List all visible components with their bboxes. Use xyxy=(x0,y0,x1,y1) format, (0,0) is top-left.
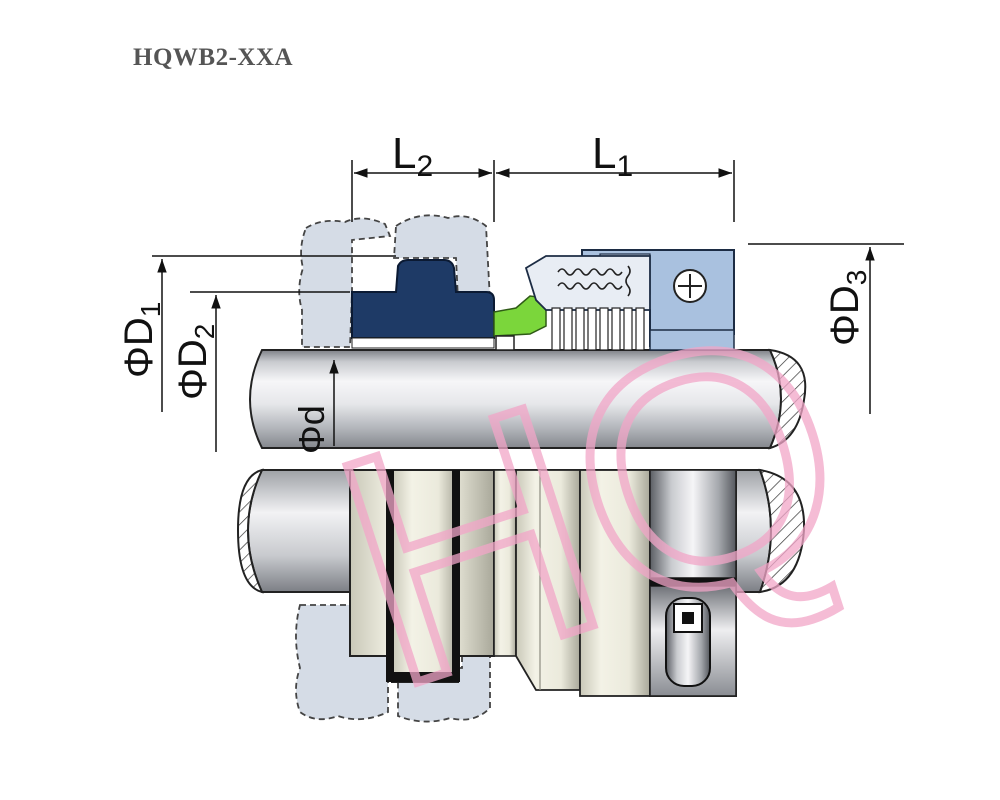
spring-holder-external xyxy=(579,469,651,697)
label-l2: L2 xyxy=(392,129,433,183)
shaft-lower-right-end-section xyxy=(758,468,806,594)
spring-housing xyxy=(524,255,651,311)
model-title: HQWB2-XXA xyxy=(133,44,294,71)
seat-flange-external xyxy=(391,469,459,683)
label-d: Φd xyxy=(291,405,332,454)
seat-bottom-band xyxy=(392,672,458,682)
housing-upper-right xyxy=(393,214,491,301)
bellows-body-external xyxy=(515,469,581,691)
bellows xyxy=(551,307,645,351)
collar-slot xyxy=(650,578,736,586)
gland-lower-lip xyxy=(649,329,735,351)
shaft-upper-end-section xyxy=(768,348,807,450)
seat-groove-2 xyxy=(452,470,460,682)
housing-lower-left xyxy=(295,604,389,721)
seat-groove-1 xyxy=(386,470,394,682)
upper-seal-section xyxy=(351,249,735,351)
lower-seal-external xyxy=(349,469,737,697)
label-l1: L1 xyxy=(592,129,633,183)
label-d3: ΦD3 xyxy=(823,270,872,346)
shaft-lower-left-end-section xyxy=(236,468,264,594)
stationary-seat xyxy=(351,259,495,339)
label-d2: ΦD2 xyxy=(171,324,220,400)
label-d1: ΦD1 xyxy=(117,302,166,378)
housing xyxy=(295,214,491,723)
spring-coils xyxy=(557,265,631,297)
seat-bottom-gap xyxy=(351,337,495,349)
dimension-lines xyxy=(152,160,904,452)
rotating-face xyxy=(495,335,515,351)
